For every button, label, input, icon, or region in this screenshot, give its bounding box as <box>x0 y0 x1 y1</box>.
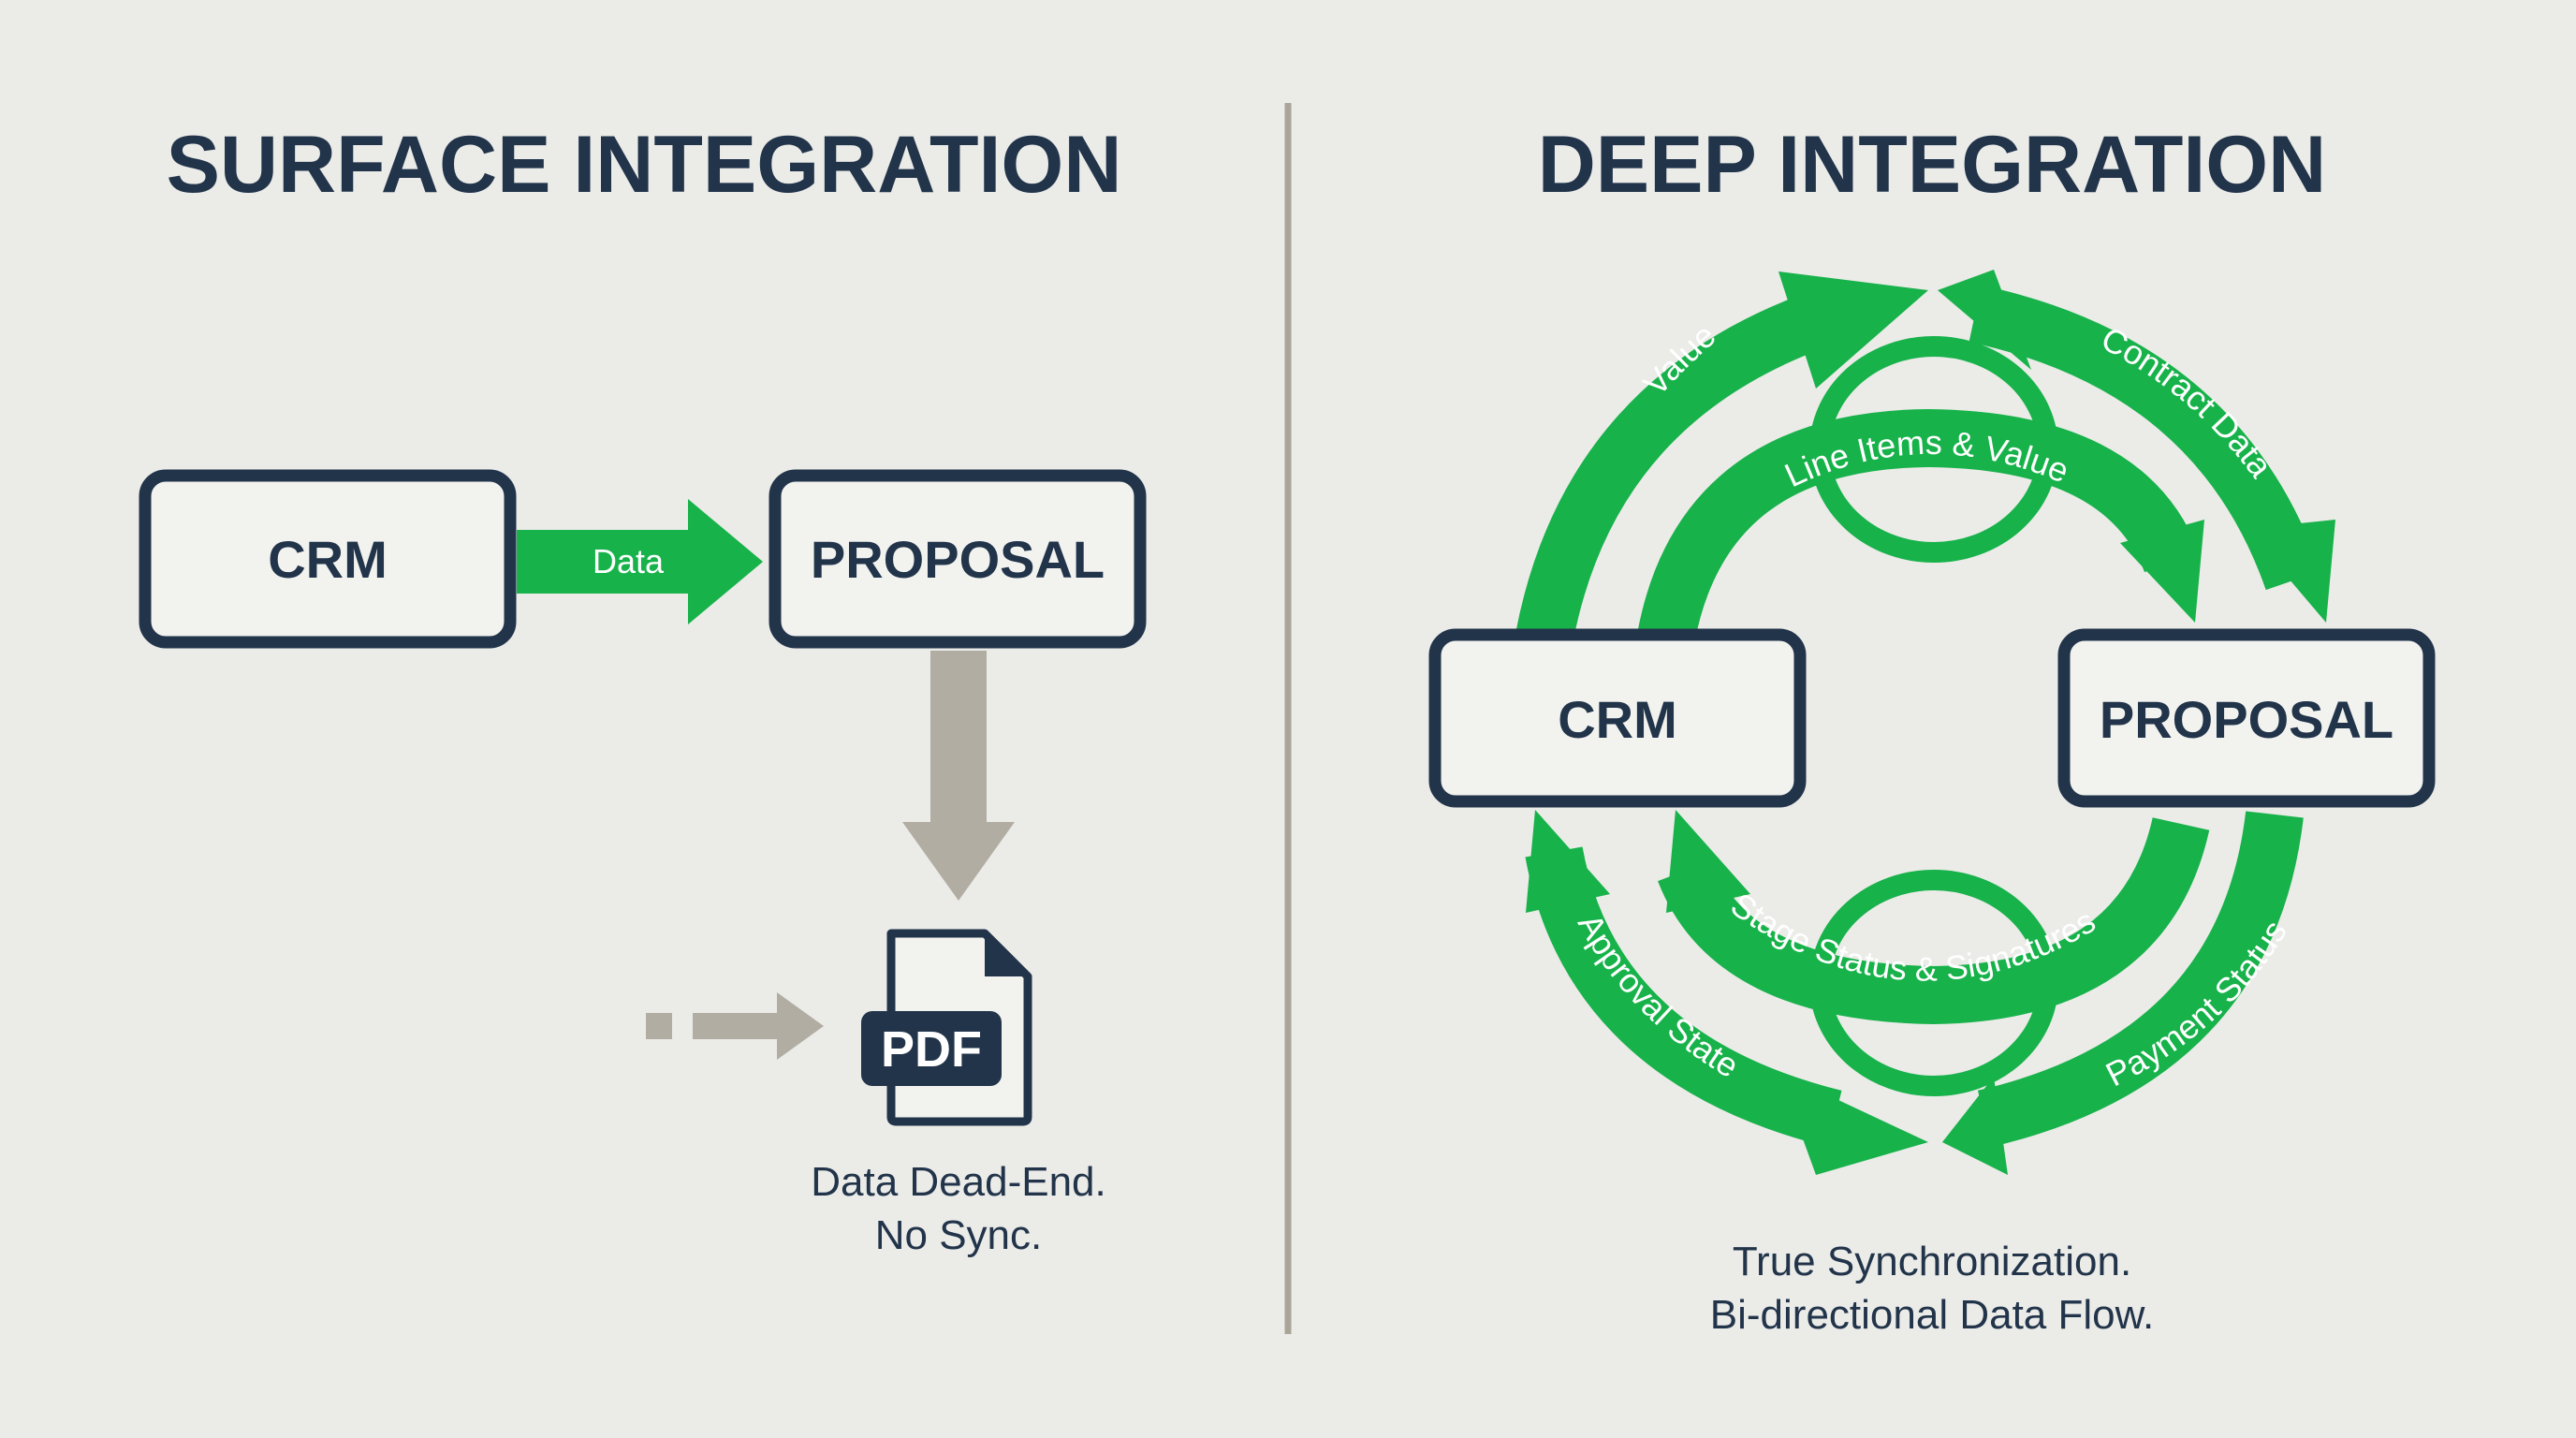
right-caption-line2: Bi-directional Data Flow. <box>1710 1292 2154 1338</box>
arrowhead-top-left <box>1778 271 1928 389</box>
left-data-arrow-label: Data <box>593 542 665 580</box>
left-data-arrow <box>517 499 763 624</box>
flow-arrow-line-items <box>1637 408 2199 643</box>
arrowhead-proposal-outer <box>2247 520 2335 623</box>
left-proposal-box <box>768 469 1147 649</box>
arrowhead-proposal-inner <box>2120 520 2204 623</box>
loop-bottom <box>1809 870 2058 1096</box>
left-title: SURFACE INTEGRATION <box>167 120 1122 210</box>
right-proposal-box <box>2057 628 2436 808</box>
flow-arrow-contract-data <box>1969 285 2321 591</box>
left-dash-segment <box>646 1013 672 1039</box>
arrowhead-top-right <box>1938 270 2031 370</box>
flow-arrow-stage-status <box>1658 816 2210 1025</box>
arrowhead-bottom-left <box>1778 1072 1928 1175</box>
left-caption-line1: Data Dead-End. <box>811 1159 1106 1205</box>
flow-arrow-approval-state <box>1525 846 1842 1148</box>
pdf-file-icon: PDF <box>861 929 1032 1126</box>
flow-cycle <box>1515 285 2321 1148</box>
right-proposal-label: PROPOSAL <box>2100 690 2393 749</box>
left-down-arrow <box>902 651 1015 901</box>
right-title: DEEP INTEGRATION <box>1538 120 2327 210</box>
pdf-label: PDF <box>881 1021 982 1078</box>
flow-arrow-value <box>1515 286 1844 642</box>
left-crm-box <box>139 469 517 649</box>
loop-top <box>1809 336 2058 563</box>
left-dashed-arrow <box>693 992 824 1060</box>
arrowhead-bottom-right <box>1942 1077 2008 1175</box>
arrowhead-crm-inner <box>1666 810 1750 913</box>
left-crm-label: CRM <box>268 530 388 589</box>
arrowhead-crm-outer <box>1526 810 1610 913</box>
flow-arrow-payment-status <box>1977 811 2304 1148</box>
left-caption-line2: No Sync. <box>875 1212 1043 1258</box>
left-proposal-label: PROPOSAL <box>811 530 1105 589</box>
right-crm-label: CRM <box>1558 690 1677 749</box>
right-crm-box <box>1428 628 1807 808</box>
flow-arrowheads <box>1526 270 2335 1175</box>
right-caption-line1: True Synchronization. <box>1733 1239 2131 1284</box>
